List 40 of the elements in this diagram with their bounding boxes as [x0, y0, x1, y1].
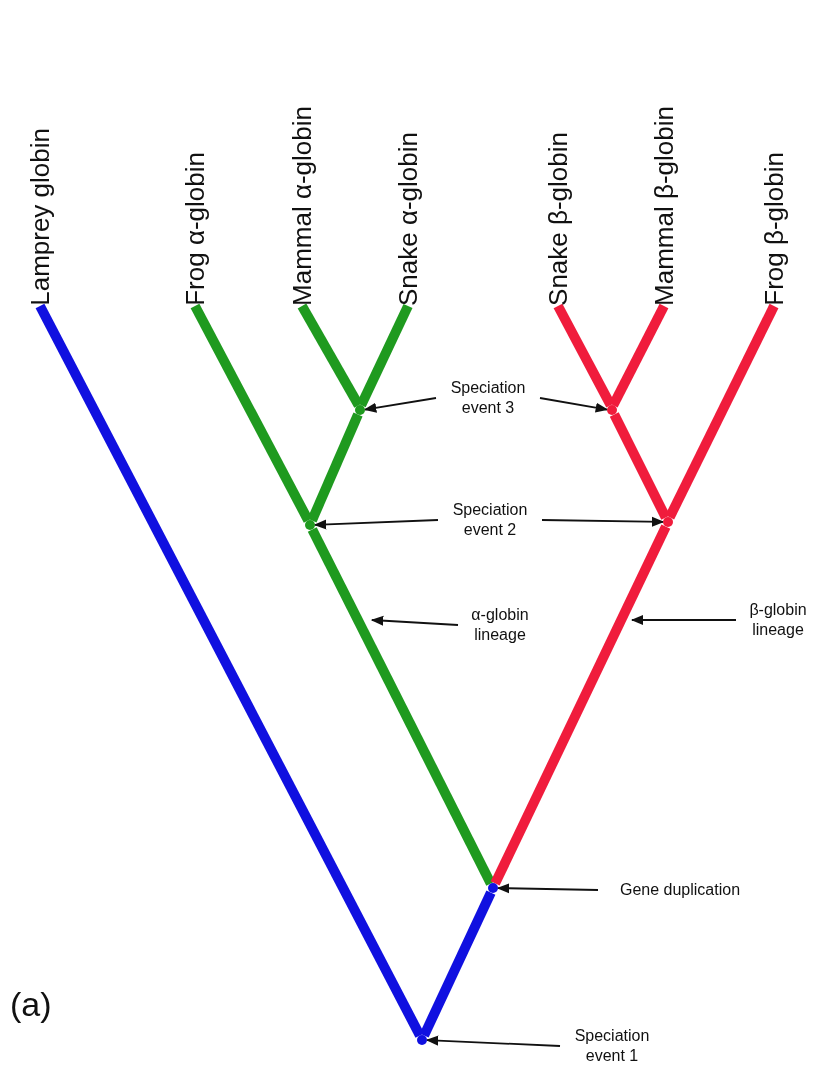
- tree-branch: [553, 303, 615, 408]
- branch-point: [305, 520, 315, 530]
- annotation-label: Speciation event 2: [440, 500, 540, 540]
- annotation-label: α-globin lineage: [460, 605, 540, 645]
- annotation-label: β-globin lineage: [738, 600, 818, 640]
- panel-label: (a): [10, 985, 52, 1024]
- arrow: [496, 883, 599, 894]
- arrow: [313, 519, 439, 530]
- arrow: [370, 615, 459, 626]
- tree-branch: [297, 303, 363, 408]
- branch-point: [417, 1035, 427, 1045]
- species-label: Frog β-globin: [759, 152, 789, 306]
- arrow: [363, 397, 437, 413]
- branch-point: [663, 517, 673, 527]
- arrow: [539, 397, 609, 413]
- tree-branch: [190, 303, 313, 523]
- tree-branch: [490, 524, 671, 886]
- arrow: [541, 516, 665, 527]
- tree-branch: [307, 527, 496, 886]
- annotation-label: Speciation event 1: [562, 1026, 662, 1066]
- annotation-label: Gene duplication: [600, 880, 760, 900]
- tree-branch: [356, 303, 413, 408]
- species-label: Snake β-globin: [543, 132, 573, 306]
- tree-branch: [609, 412, 671, 520]
- species-label: Frog α-globin: [180, 152, 210, 306]
- arrow: [630, 614, 737, 626]
- branch-point: [607, 405, 617, 415]
- species-label: Mammal α-globin: [287, 106, 317, 306]
- tree-branch: [307, 412, 363, 523]
- tree-branch: [35, 303, 425, 1038]
- species-label: Snake α-globin: [393, 131, 423, 306]
- species-label: Mammal β-globin: [649, 106, 679, 306]
- annotation-label: Speciation event 3: [438, 378, 538, 418]
- tree-branch: [608, 303, 669, 408]
- tree-branch: [419, 890, 496, 1038]
- tree-branch: [665, 303, 779, 520]
- branch-point: [355, 405, 365, 415]
- arrow: [425, 1035, 561, 1047]
- branch-point: [488, 883, 498, 893]
- species-label: Lamprey globin: [25, 128, 55, 306]
